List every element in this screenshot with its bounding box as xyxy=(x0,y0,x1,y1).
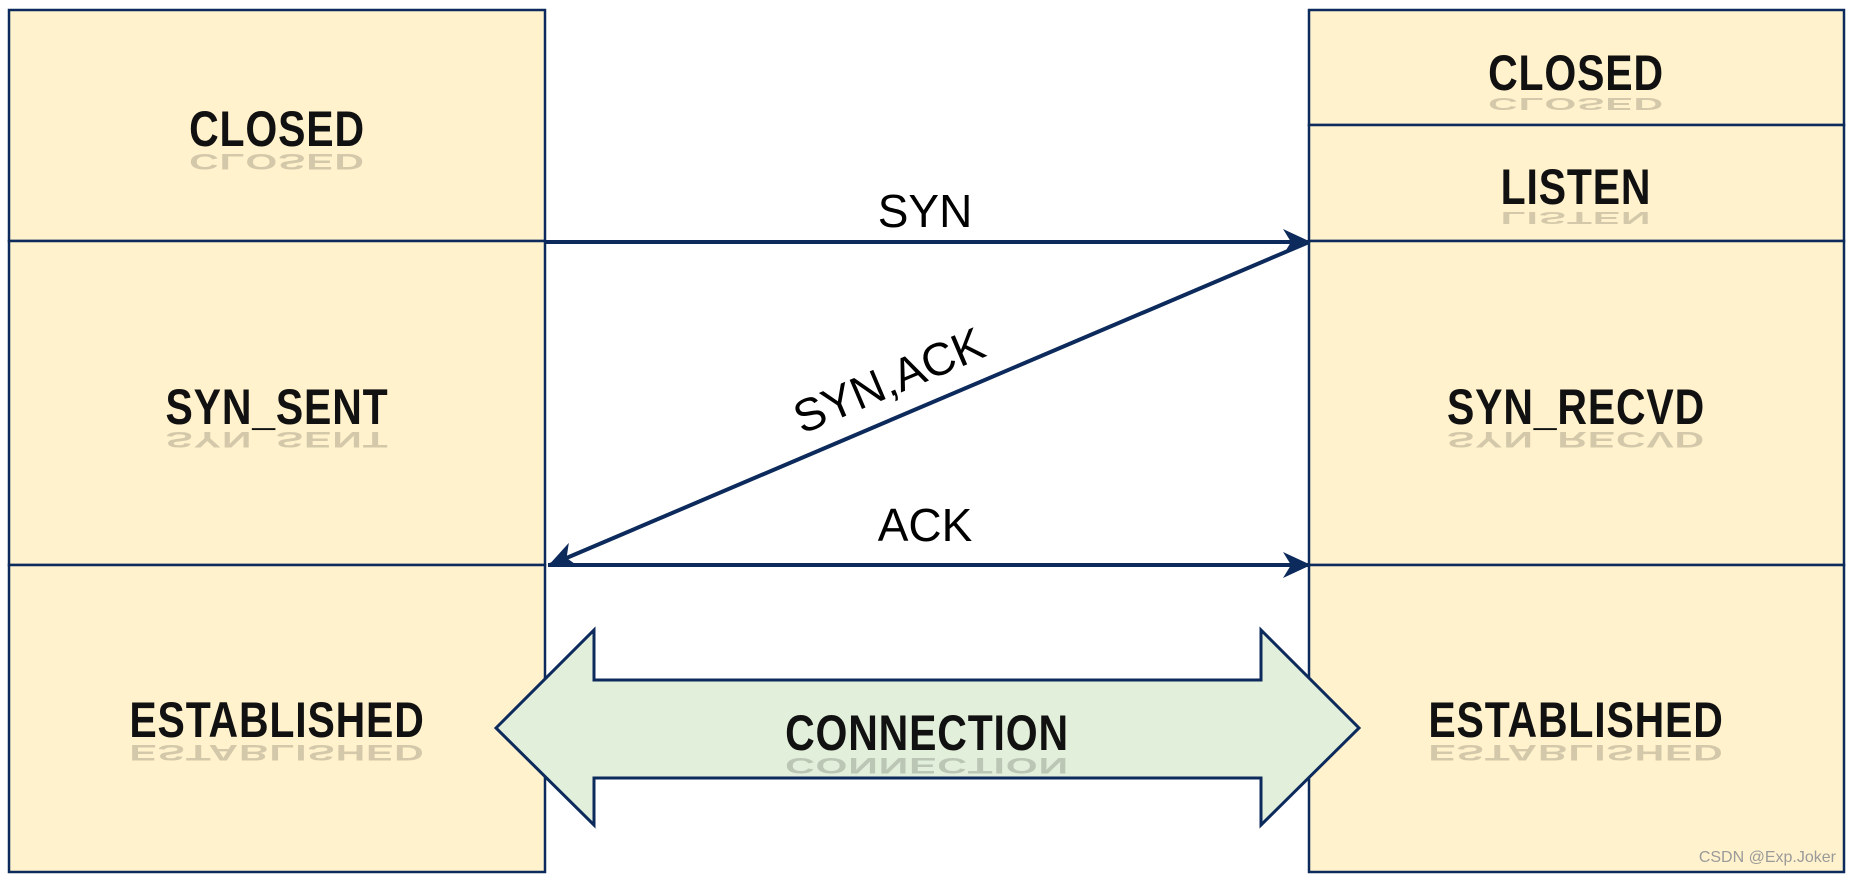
server-state-closed-box xyxy=(1307,8,1846,127)
client-state-closed-reflection: CLOSED xyxy=(189,149,365,174)
server-state-syn-recvd-box xyxy=(1307,239,1846,567)
server-state-listen-box xyxy=(1307,123,1846,243)
server-state-closed-reflection: CLOSED xyxy=(1488,94,1664,114)
syn-label: SYN xyxy=(878,185,973,237)
client-state-closed-label: CLOSED xyxy=(189,101,365,157)
server-state-listen-label: LISTEN xyxy=(1501,159,1652,215)
client-state-closed-box xyxy=(7,8,547,243)
server-state-established-box xyxy=(1307,563,1846,874)
ack-label: ACK xyxy=(878,499,973,551)
client-state-established-reflection: ESTABLISHED xyxy=(129,740,424,765)
client-column xyxy=(7,8,547,874)
connection-label: CONNECTION xyxy=(785,705,1069,761)
client-state-established-box xyxy=(7,563,547,874)
client-state-syn-sent-label: SYN_SENT xyxy=(165,379,388,435)
syn-ack-label: SYN,ACK xyxy=(786,317,993,444)
client-state-syn-sent-reflection: SYN_SENT xyxy=(166,427,389,452)
server-state-listen-reflection: LISTEN xyxy=(1501,208,1652,228)
server-state-syn-recvd-label: SYN_RECVD xyxy=(1447,379,1705,435)
client-state-syn-sent-box xyxy=(7,239,547,567)
syn-ack-arrow xyxy=(548,240,1310,567)
server-column xyxy=(1307,8,1846,874)
server-state-established-reflection: ESTABLISHED xyxy=(1428,740,1723,765)
server-state-syn-recvd-reflection: SYN_RECVD xyxy=(1447,427,1705,452)
state-labels: CLOSED CLOSED SYN_SENT SYN_SENT ESTABLIS… xyxy=(129,45,1723,765)
connection-reflection: CONNECTION xyxy=(785,753,1069,778)
watermark: CSDN @Exp.Joker xyxy=(1699,849,1837,866)
connection-double-arrow xyxy=(493,626,1362,829)
server-state-closed-label: CLOSED xyxy=(1488,45,1664,101)
server-state-established-label: ESTABLISHED xyxy=(1428,692,1723,748)
client-state-established-label: ESTABLISHED xyxy=(129,692,424,748)
